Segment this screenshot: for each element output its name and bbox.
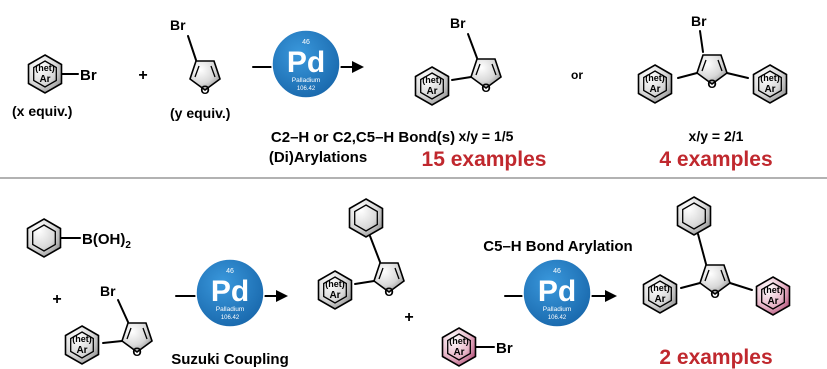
phenylboronic-acid: B(OH)2 <box>26 218 131 258</box>
bromofuran-reagent: Br O (y equiv.) <box>170 17 230 121</box>
aryl-phenylfuran-intermediate: O (het) Ar <box>317 198 405 310</box>
oxygen-label: O <box>707 77 716 91</box>
palladium-badge: 46 Pd Palladium 106.42 <box>271 29 341 99</box>
or-label: or <box>571 68 583 82</box>
oxygen-label: O <box>132 345 141 359</box>
pd-atomic-number: 46 <box>302 39 310 46</box>
plus-sign: + <box>138 67 147 84</box>
het-ar-label: Ar <box>654 294 665 305</box>
het-ar-label: (het) <box>763 285 783 295</box>
examples-count: 4 examples <box>659 148 772 171</box>
het-ar-label: (het) <box>650 283 670 293</box>
aryl-bromide-reagent: (het) Ar Br (x equiv.) <box>12 54 97 119</box>
phenyl-ring-icon <box>348 198 384 238</box>
pd-atomic-number: 46 <box>226 268 234 275</box>
het-ar-label: Ar <box>76 345 87 356</box>
het-ar-label: (het) <box>35 63 55 73</box>
pd-atomic-number: 46 <box>553 268 561 275</box>
product-mono-arylated: Br O (het) Ar x/y = 1/5 15 examples <box>414 15 547 171</box>
oxygen-label: O <box>481 81 490 95</box>
pd-mass: 106.42 <box>221 315 240 321</box>
het-ar-label: (het) <box>449 336 469 346</box>
het-ar-label: (het) <box>645 73 665 83</box>
product-di-arylated: Br O (het) Ar (het) Ar x/y = 2/1 4 examp… <box>637 13 788 171</box>
suzuki-coupling-label: Suzuki Coupling <box>171 351 289 368</box>
oxygen-label: O <box>710 287 719 301</box>
plus-sign: + <box>404 309 413 326</box>
reagent2-equiv-label: (y equiv.) <box>170 105 230 121</box>
phenyl-ring-icon <box>26 218 62 258</box>
pd-name: Palladium <box>543 306 572 313</box>
het-ar-label: Ar <box>329 290 340 301</box>
condition-line2: (Di)Arylations <box>269 149 367 166</box>
het-ar-label: Ar <box>649 84 660 95</box>
bromine-label: Br <box>80 67 97 84</box>
pd-name: Palladium <box>216 306 245 313</box>
het-ar-label: (het) <box>325 279 345 289</box>
pd-symbol: Pd <box>287 46 325 79</box>
bromine-label: Br <box>170 17 186 33</box>
het-ar-label: Ar <box>764 84 775 95</box>
palladium-badge: 46 Pd Palladium 106.42 <box>195 258 265 328</box>
reaction-arrow-suzuki: 46 Pd Palladium 106.42 <box>175 258 288 328</box>
pd-symbol: Pd <box>538 275 576 308</box>
het-ar-label: Ar <box>39 74 50 85</box>
ratio-label: x/y = 2/1 <box>689 128 744 144</box>
oxygen-label: O <box>384 285 393 299</box>
pd-symbol: Pd <box>211 275 249 308</box>
plus-sign: + <box>52 291 61 308</box>
condition-line1: C2–H or C2,C5–H Bond(s) <box>271 129 455 146</box>
pd-name: Palladium <box>292 77 321 84</box>
phenyl-ring-icon <box>676 196 712 236</box>
examples-count: 15 examples <box>422 148 547 171</box>
ratio-label: x/y = 1/5 <box>459 128 514 144</box>
c5-arylation-label: C5–H Bond Arylation <box>483 238 632 255</box>
boronic-acid-label: B(OH)2 <box>82 231 131 251</box>
het-ar-label: (het) <box>72 334 92 344</box>
het-ar-label: Ar <box>767 296 778 307</box>
aryl-bromide-reagent-2: (het) Ar Br <box>441 327 513 367</box>
het-ar-label: Ar <box>426 86 437 97</box>
pd-mass: 106.42 <box>297 86 316 92</box>
bromine-label: Br <box>100 283 116 299</box>
oxygen-label: O <box>200 83 209 97</box>
het-ar-label: (het) <box>422 75 442 85</box>
bromine-label: Br <box>450 15 466 31</box>
het-ar-label: Ar <box>453 347 464 358</box>
bromine-label: Br <box>691 13 707 29</box>
final-triaryl-furan: O (het) Ar (het) Ar 2 examples <box>642 196 791 369</box>
het-ar-label: (het) <box>760 73 780 83</box>
palladium-badge: 46 Pd Palladium 106.42 <box>522 258 592 328</box>
reaction-arrow-top: 46 Pd Palladium 106.42 <box>252 29 364 99</box>
bromine-label: Br <box>496 340 513 357</box>
pd-mass: 106.42 <box>548 315 567 321</box>
examples-count: 2 examples <box>659 346 772 369</box>
reagent1-equiv-label: (x equiv.) <box>12 103 72 119</box>
reaction-arrow-c5: 46 Pd Palladium 106.42 <box>504 258 617 328</box>
aryl-bromofuran-start: Br O (het) Ar <box>64 283 153 365</box>
